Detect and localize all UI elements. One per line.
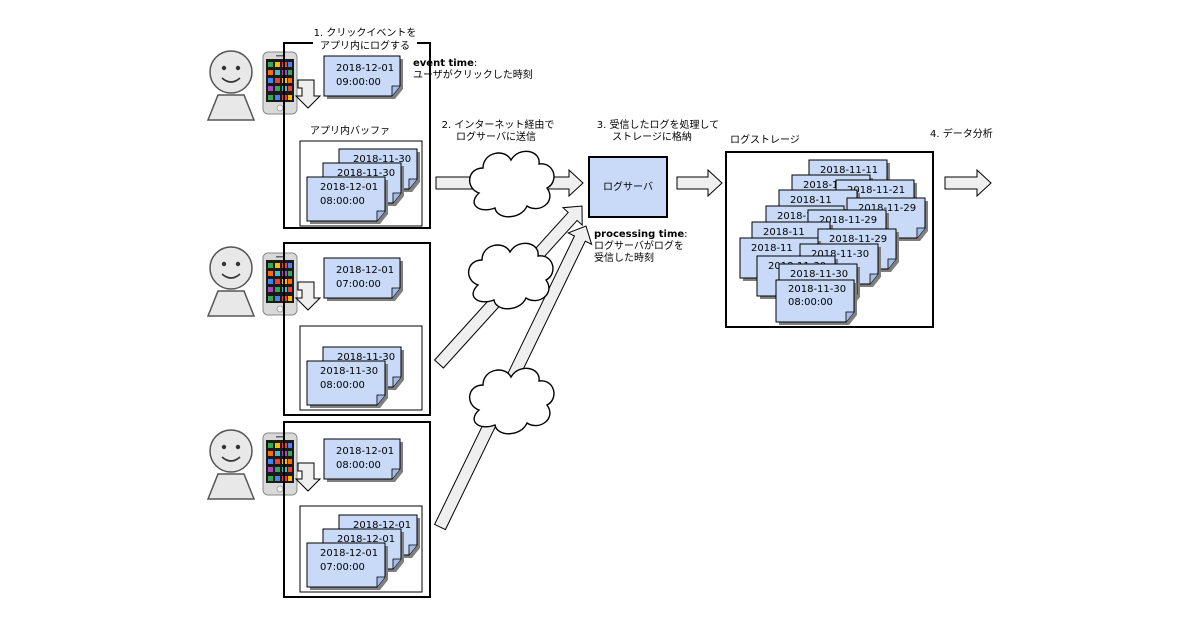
stored-log-doc-date: 2018-11 <box>777 211 819 222</box>
buffered-log-doc-front-time: 08:00:00 <box>320 380 365 391</box>
log-server-label: ログサーバ <box>603 180 653 193</box>
buffered-log-doc-front-fold <box>376 210 385 221</box>
event-log-doc <box>323 257 401 299</box>
stored-log-doc-date: 2018-11-30 <box>790 269 848 280</box>
processing-time-line2: 受信した時刻 <box>594 251 654 264</box>
event-log-doc-date: 2018-12-01 <box>336 446 394 457</box>
step3-line2: ストレージに格納 <box>612 130 692 143</box>
event-log-doc-time: 09:00:00 <box>336 77 381 88</box>
smartphone-icon <box>262 51 298 115</box>
event-log-doc-time: 08:00:00 <box>336 460 381 471</box>
buffered-log-doc-fold <box>408 178 417 189</box>
arrow-server-to-storage <box>676 168 723 198</box>
event-log-doc <box>323 55 401 97</box>
buffered-log-doc-fold <box>408 544 417 555</box>
arrow-app-to-buffer <box>294 281 322 311</box>
buffered-log-doc-date: 2018-12-01 <box>337 534 395 545</box>
step2-line2: ログサーバに送信 <box>456 130 536 143</box>
buffered-log-doc-date: 2018-11-30 <box>337 352 395 363</box>
app-box <box>283 42 431 229</box>
event-log-doc-date: 2018-12-01 <box>336 265 394 276</box>
processing-time-heading: processing time: <box>594 229 688 240</box>
buffered-log-doc-fold <box>392 192 401 203</box>
storage-label: ログストレージ <box>730 133 800 146</box>
buffered-log-doc-front-date: 2018-12-01 <box>320 548 378 559</box>
smartphone-icon <box>262 432 298 496</box>
event-log-doc <box>323 438 401 480</box>
stored-log-doc-fold <box>887 258 896 269</box>
event-time-desc: ユーザがクリックした時刻 <box>413 68 533 81</box>
buffered-log-doc-date: 2018-11-30 <box>337 168 395 179</box>
buffered-log-doc-front-date: 2018-12-01 <box>320 182 378 193</box>
step1-line2: アプリ内にログする <box>320 39 410 52</box>
log-server-box <box>588 156 668 218</box>
stored-log-doc-date: 2018-11-29 <box>829 234 887 245</box>
arrow-storage-to-analysis <box>944 168 992 198</box>
stored-log-doc-date: 2018-11 <box>763 227 805 238</box>
event-log-doc-time: 07:00:00 <box>336 279 381 290</box>
processing-time-colon: : <box>684 229 687 240</box>
processing-time-line1: ログサーバがログを <box>594 239 684 252</box>
event-time-colon: : <box>474 58 477 69</box>
stored-log-doc-fold <box>916 227 925 238</box>
stored-log-doc-fold <box>869 273 878 284</box>
arrow-app-to-buffer <box>294 79 322 109</box>
stored-log-doc-date: 2018-11-11 <box>820 165 878 176</box>
buffered-log-doc-front-date: 2018-11-30 <box>320 366 378 377</box>
event-log-doc-fold <box>391 468 400 479</box>
stored-log-doc-date: 2018-11-29 <box>819 215 877 226</box>
buffered-log-doc-fold <box>392 558 401 569</box>
event-time-heading: event time: <box>413 58 477 69</box>
stored-log-doc-date: 2018-11 <box>803 180 845 191</box>
buffered-log-doc-date: 2018-11-30 <box>353 154 411 165</box>
buffered-log-doc-date: 2018-12-01 <box>353 520 411 531</box>
arrow-app-to-buffer <box>294 462 322 492</box>
processing-time-label: processing time <box>594 229 684 240</box>
buffered-log-doc-front-fold <box>376 576 385 587</box>
buffer-label: アプリ内バッファ <box>310 124 390 137</box>
stored-log-doc-date: 2018-11-30 <box>811 249 869 260</box>
smartphone-icon <box>262 252 298 316</box>
app-box <box>283 421 431 598</box>
stored-log-doc-date: 2018-11 <box>790 195 832 206</box>
cloud-icon <box>468 367 555 435</box>
stored-log-doc-front-fold <box>845 311 854 322</box>
buffered-log-doc-fold <box>392 376 401 387</box>
stored-log-doc-date: 2018-11-21 <box>847 185 905 196</box>
cloud-icon <box>468 150 555 218</box>
stored-log-doc-front-date: 2018-11-30 <box>788 284 846 295</box>
event-log-doc-fold <box>391 85 400 96</box>
step2-line1: 2. インターネット経由で <box>442 118 555 131</box>
buffered-log-doc-front-fold <box>376 394 385 405</box>
app-box <box>283 242 431 416</box>
step3-line1: 3. 受信したログを処理して <box>597 118 719 131</box>
stored-log-doc-date: 2018-11-29 <box>858 203 916 214</box>
step4-label: 4. データ分析 <box>930 127 993 140</box>
event-log-doc-date: 2018-12-01 <box>336 63 394 74</box>
user-avatar-icon <box>207 246 255 317</box>
event-time-label: event time <box>413 58 474 69</box>
stored-log-doc-front-time: 08:00:00 <box>788 297 833 308</box>
buffered-log-doc-front-time: 07:00:00 <box>320 562 365 573</box>
user-avatar-icon <box>207 50 255 121</box>
buffered-log-doc-front-time: 08:00:00 <box>320 196 365 207</box>
step1-line1: 1. クリックイベントを <box>314 27 417 39</box>
event-log-doc-fold <box>391 287 400 298</box>
user-avatar-icon <box>207 429 255 500</box>
stored-log-doc-date: 2018-11 <box>751 243 793 254</box>
